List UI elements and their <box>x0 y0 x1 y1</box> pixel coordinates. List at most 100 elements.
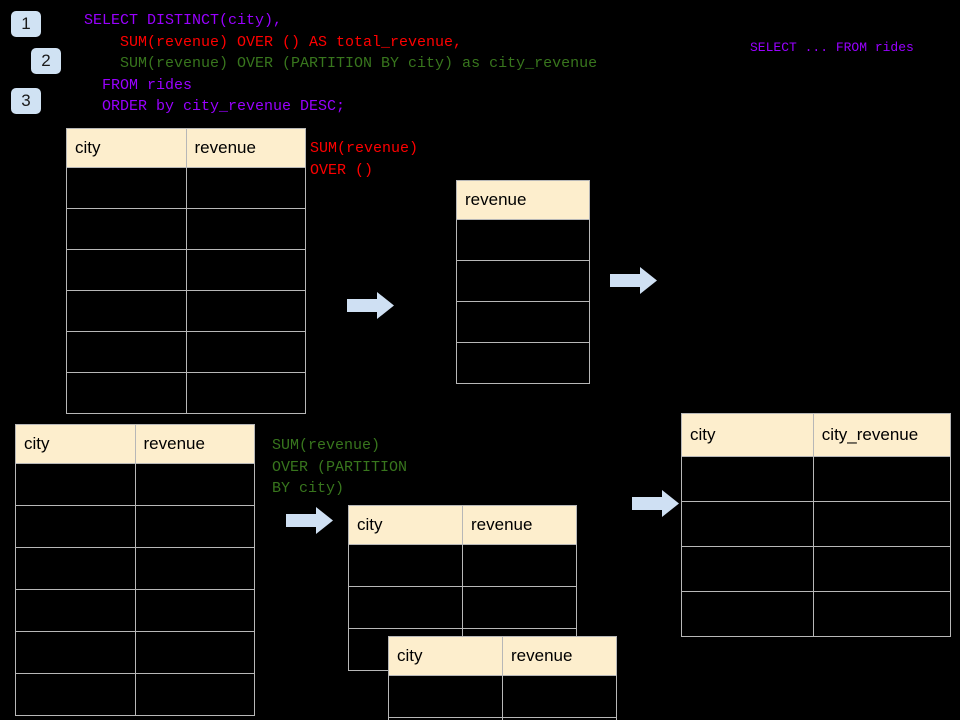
arrow-right-icon <box>610 267 657 294</box>
table-row <box>15 463 255 506</box>
cell-city <box>681 546 814 592</box>
cell-revenue <box>456 342 590 384</box>
cell-city <box>681 456 814 502</box>
table-row <box>15 631 255 674</box>
arrow-right-icon <box>347 292 394 319</box>
table-header-row: city revenue <box>66 128 306 168</box>
cell-city-revenue <box>812 501 952 547</box>
table-row <box>456 342 590 384</box>
table-row <box>681 591 952 637</box>
cell-city <box>15 589 136 632</box>
cell-revenue <box>134 547 255 590</box>
table-row <box>66 167 306 209</box>
sql-line-select: SELECT DISTINCT(city), <box>84 12 283 29</box>
table-header-row: revenue <box>456 180 590 220</box>
cell-city-revenue <box>812 591 952 637</box>
cell-revenue <box>462 544 577 587</box>
cell-city <box>66 331 187 373</box>
cell-revenue <box>502 675 617 718</box>
table-row <box>15 673 255 716</box>
annotation-partition-by-city: SUM(revenue) OVER (PARTITION BY city) <box>272 437 408 497</box>
cell-revenue <box>185 331 306 373</box>
table-result: city city_revenue <box>681 413 952 637</box>
column-header-revenue: revenue <box>134 424 255 464</box>
step-badge-3: 3 <box>11 88 41 114</box>
table-row <box>388 717 617 720</box>
cell-city <box>66 208 187 250</box>
column-header-city-revenue: city_revenue <box>812 413 952 457</box>
table-row <box>681 501 952 547</box>
table-row <box>66 249 306 291</box>
sql-query-block: SELECT DISTINCT(city), SUM(revenue) OVER… <box>84 10 597 118</box>
column-header-city: city <box>348 505 463 545</box>
cell-revenue <box>185 249 306 291</box>
table-row <box>456 260 590 302</box>
table-row <box>66 290 306 332</box>
sql-line-order-by: ORDER by city_revenue DESC; <box>84 98 346 115</box>
cell-city <box>66 249 187 291</box>
cell-revenue <box>134 505 255 548</box>
cell-city <box>15 505 136 548</box>
cell-revenue <box>185 167 306 209</box>
table-partition-group-a: city revenue <box>348 505 577 671</box>
cell-revenue <box>185 208 306 250</box>
column-header-city: city <box>15 424 136 464</box>
table-row <box>681 546 952 592</box>
table-header-row: city revenue <box>15 424 255 464</box>
cell-city <box>681 501 814 547</box>
cell-city <box>388 675 503 718</box>
annotation-total-revenue: SUM(revenue) OVER () <box>310 140 419 179</box>
table-row <box>348 544 577 587</box>
table-row <box>456 219 590 261</box>
step-badge-1: 1 <box>11 11 41 37</box>
column-header-revenue: revenue <box>462 505 577 545</box>
cell-revenue <box>134 463 255 506</box>
cell-city <box>15 463 136 506</box>
table-row <box>681 456 952 502</box>
column-header-revenue: revenue <box>502 636 617 676</box>
sql-side-note: SELECT ... FROM rides <box>750 40 914 55</box>
table-row <box>348 586 577 629</box>
table-row <box>15 505 255 548</box>
arrow-right-icon <box>286 507 333 534</box>
table-total-revenue: revenue <box>456 180 590 384</box>
table-rides-top: city revenue <box>66 128 306 414</box>
cell-city-revenue <box>812 456 952 502</box>
cell-city <box>15 547 136 590</box>
sql-line-from: FROM rides <box>84 76 193 94</box>
column-header-city: city <box>388 636 503 676</box>
cell-city <box>348 544 463 587</box>
cell-revenue <box>502 717 617 720</box>
column-header-city: city <box>681 413 814 457</box>
table-header-row: city city_revenue <box>681 413 952 457</box>
table-row <box>456 301 590 343</box>
cell-city <box>15 631 136 674</box>
cell-city <box>66 167 187 209</box>
column-header-revenue: revenue <box>185 128 306 168</box>
cell-revenue <box>185 372 306 414</box>
cell-city-revenue <box>812 546 952 592</box>
table-partition-group-b: city revenue <box>388 636 617 720</box>
table-row <box>388 675 617 718</box>
cell-city <box>66 290 187 332</box>
column-header-city: city <box>66 128 187 168</box>
cell-revenue <box>462 586 577 629</box>
table-row <box>66 208 306 250</box>
cell-revenue <box>456 219 590 261</box>
step-badge-2: 2 <box>31 48 61 74</box>
cell-revenue <box>134 673 255 716</box>
cell-revenue <box>185 290 306 332</box>
table-rides-bottom: city revenue <box>15 424 255 716</box>
cell-revenue <box>456 301 590 343</box>
cell-city <box>348 586 463 629</box>
cell-city <box>66 372 187 414</box>
sql-line-city-revenue: SUM(revenue) OVER (PARTITION BY city) as… <box>84 55 598 72</box>
table-header-row: city revenue <box>348 505 577 545</box>
column-header-revenue: revenue <box>456 180 590 220</box>
arrow-right-icon <box>632 490 679 517</box>
cell-city <box>681 591 814 637</box>
cell-revenue <box>134 631 255 674</box>
cell-revenue <box>134 589 255 632</box>
table-row <box>66 331 306 373</box>
